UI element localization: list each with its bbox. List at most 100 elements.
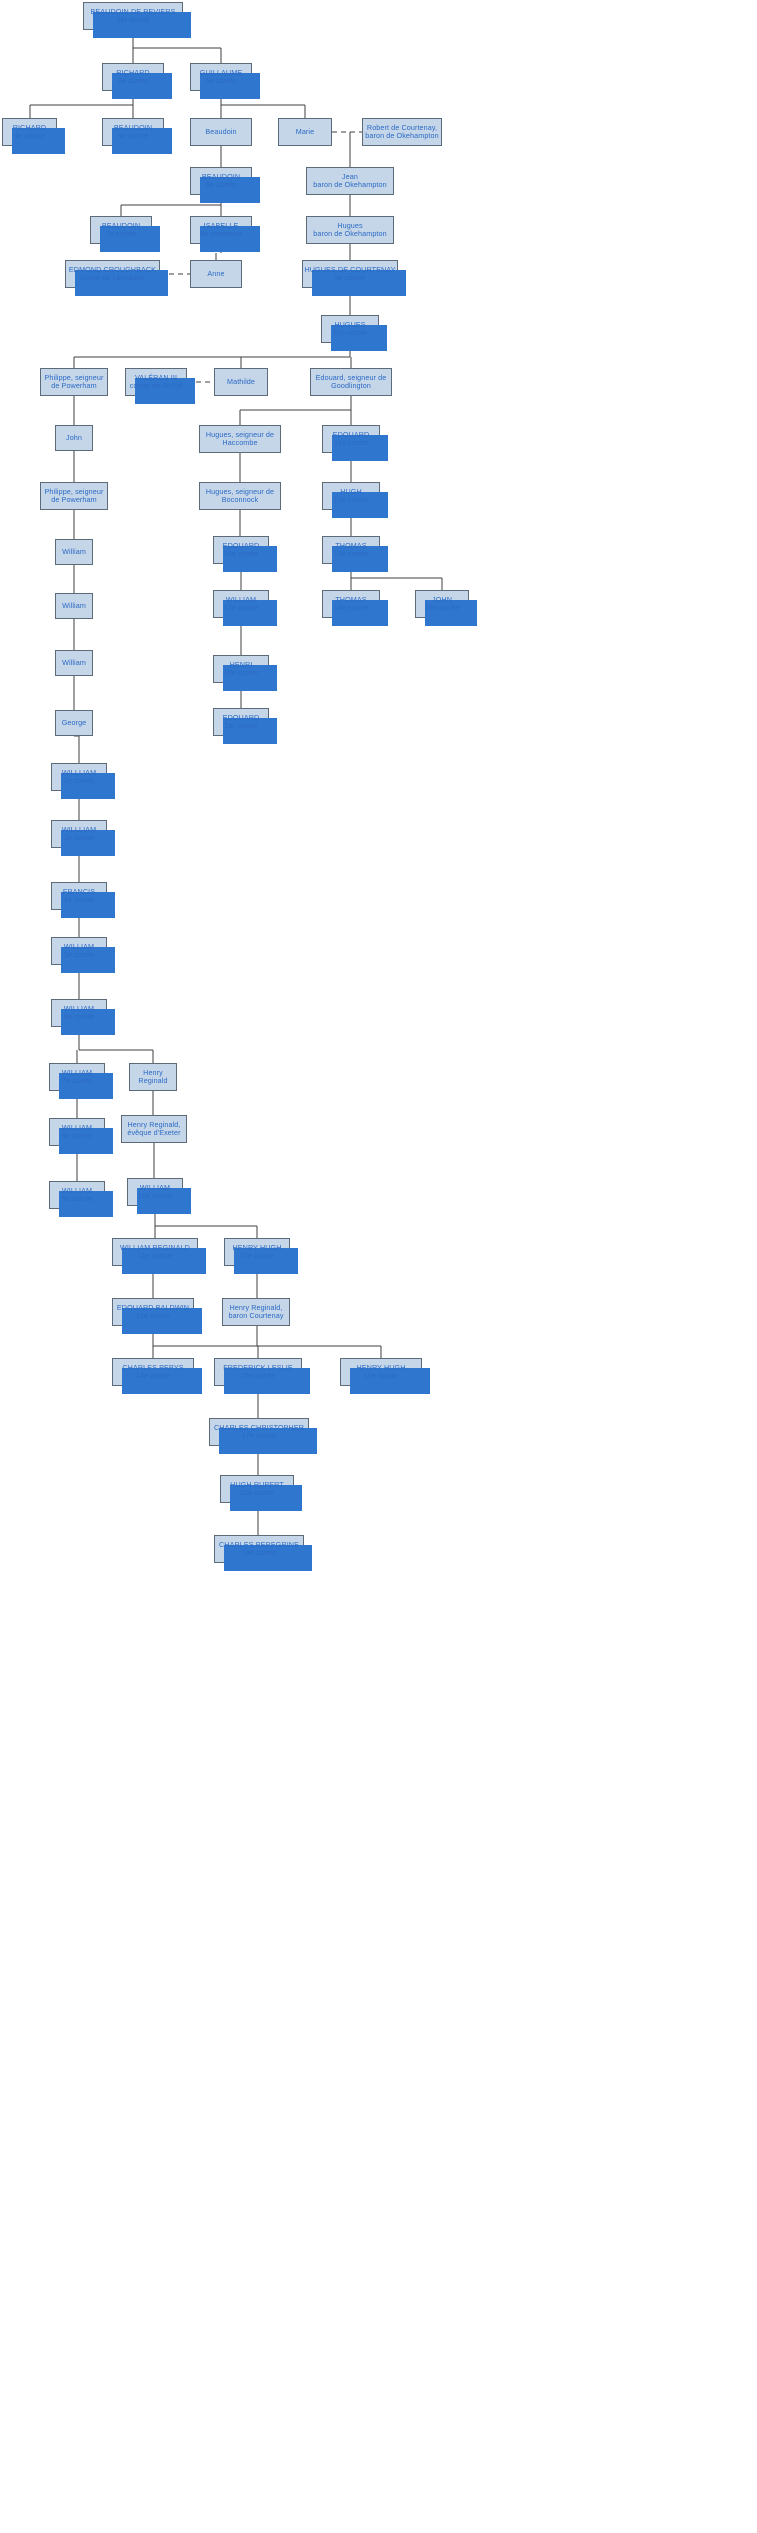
person-name: Anne	[207, 268, 225, 278]
person-name: EDOUARD BALDWIN	[116, 1302, 190, 1312]
person-node[interactable]: Mathilde	[214, 368, 268, 396]
person-title: 15e comte	[363, 1371, 399, 1380]
person-name: Henry Reginald,	[229, 1302, 283, 1312]
person-title: Goodlington	[331, 381, 371, 390]
person-node[interactable]: William	[55, 593, 93, 619]
person-node[interactable]: George	[55, 710, 93, 736]
person-title: 5e comte	[63, 950, 95, 959]
person-name: FRANCIS	[62, 886, 96, 896]
person-node[interactable]: William	[55, 539, 93, 565]
person-title: 10e comte	[332, 328, 368, 337]
person-name: Edouard, seigneur de	[315, 372, 387, 382]
person-node[interactable]: Beaudoin	[190, 118, 252, 146]
person-node[interactable]: John	[55, 425, 93, 451]
person-title: 18e comte	[239, 1488, 275, 1497]
person-title: 9e comte	[61, 1194, 93, 1203]
person-title: 18e comte	[223, 668, 259, 677]
person-name: Mathilde	[227, 376, 255, 386]
person-title: 4e comte	[14, 131, 45, 140]
person-name: EDOUARD	[332, 429, 370, 439]
person-name: RICHARD	[116, 67, 150, 77]
person-name: WILLIAM	[61, 1067, 93, 1077]
person-title: 7e comte	[105, 229, 137, 238]
person-title: comte de St-Pol	[129, 381, 183, 390]
person-name: HENRY HUGH	[356, 1362, 406, 1372]
person-title: baron de Okehampton	[313, 180, 387, 189]
person-name: JOHN	[432, 594, 452, 604]
person-node[interactable]: William	[55, 650, 93, 676]
person-name: THOMAS	[335, 540, 367, 550]
person-name: Robert de Courtenay,	[366, 122, 438, 132]
person-node[interactable]: Henry Reginald,baron Courtenay	[222, 1298, 290, 1326]
person-title: baron de Okehampton	[365, 131, 439, 140]
person-name: THOMAS	[335, 594, 367, 604]
person-name: WILLIAM	[61, 1185, 93, 1195]
person-title: 2e comte	[117, 76, 149, 85]
person-title: 16e comte	[223, 549, 259, 558]
person-name: BEAUDOIN	[113, 122, 153, 132]
person-name: EDMOND CROUGHBACK	[68, 264, 157, 274]
person-name: William	[62, 546, 86, 556]
person-name: WILLIAM	[63, 1003, 95, 1013]
person-name: BEAUDOIN	[101, 220, 141, 230]
person-name: HUGUES	[334, 319, 366, 329]
person-node[interactable]: Henry Reginald,évêque d'Exeter	[121, 1115, 187, 1143]
person-name: BEAUDOIN DE REVIERS	[90, 6, 176, 16]
person-title: 16e comte	[240, 1371, 276, 1380]
person-title: 4e comte	[63, 895, 95, 904]
person-node[interactable]: Robert de Courtenay,baron de Okehampton	[362, 118, 442, 146]
person-name: WILLIAM	[225, 594, 257, 604]
person-node[interactable]: Anne	[190, 260, 242, 288]
person-name: CHARLES PEPYS	[122, 1362, 184, 1372]
person-title: 13e comte	[333, 549, 369, 558]
person-node[interactable]: Marie	[278, 118, 332, 146]
